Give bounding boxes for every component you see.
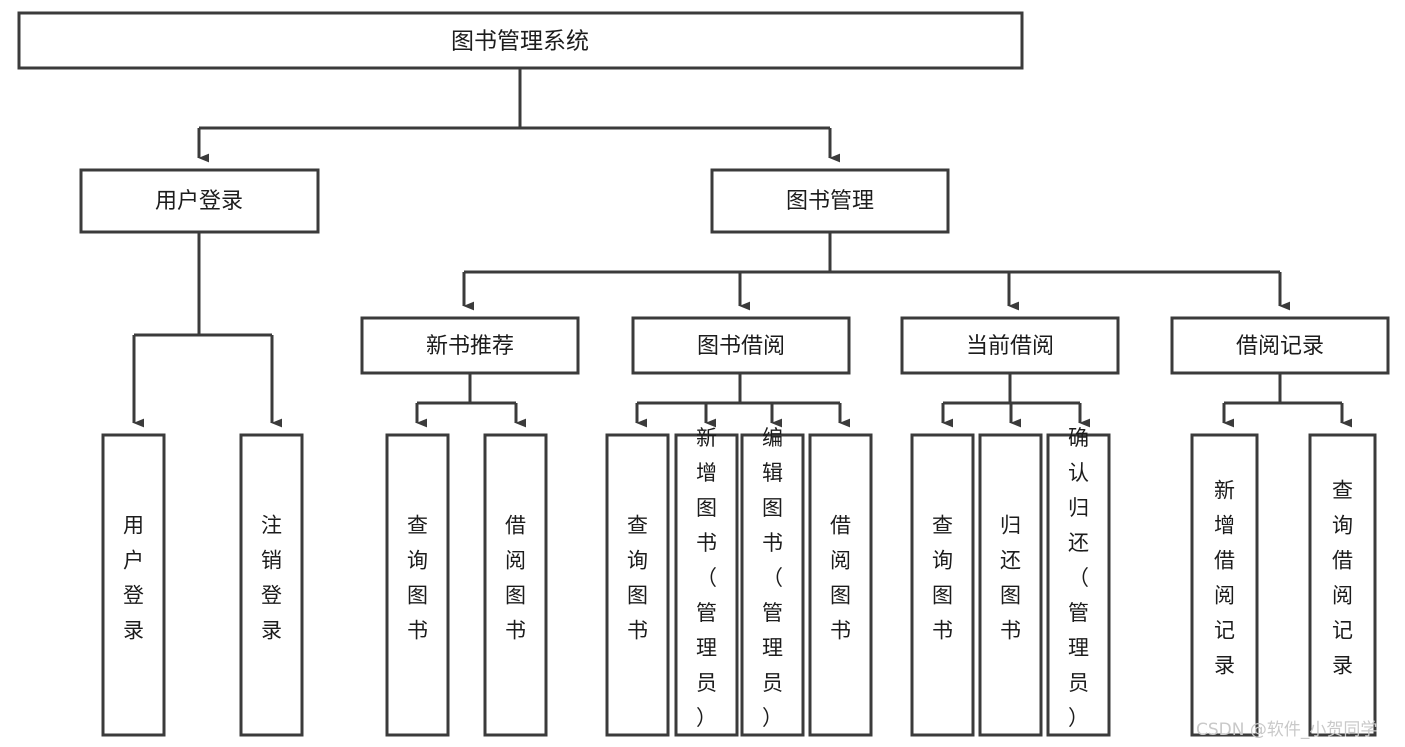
- leaf-box[interactable]: [910, 433, 975, 737]
- node-current-borrow-box[interactable]: [900, 316, 1120, 375]
- leaf-label: 查询图书: [407, 514, 428, 643]
- leaf-label: 新增借阅记录: [1214, 479, 1235, 678]
- leaf-box[interactable]: [605, 433, 670, 737]
- node-root-box[interactable]: [17, 11, 1024, 70]
- leaf-node-13[interactable]: 查询借阅记录: [1308, 433, 1377, 737]
- node-new-book-recommend-label: 新书推荐: [426, 334, 514, 359]
- leaf-label: 归还图书: [1000, 514, 1021, 643]
- leaf-node-3[interactable]: 查询图书: [385, 433, 450, 737]
- leaf-node-9[interactable]: 查询图书: [910, 433, 975, 737]
- leaf-node-5[interactable]: 查询图书: [605, 433, 670, 737]
- leaf-node-2[interactable]: 注销登录: [239, 433, 304, 737]
- leaf-label: 用户登录: [123, 514, 144, 643]
- leaf-box[interactable]: [978, 433, 1043, 737]
- node-current-borrow-label: 当前借阅: [966, 334, 1054, 359]
- leaf-label: 借阅图书: [830, 514, 851, 643]
- connector-current-borrow-to-leaves: [941, 373, 1091, 428]
- node-book-borrow-box[interactable]: [631, 316, 851, 375]
- leaf-node-12[interactable]: 新增借阅记录: [1190, 433, 1259, 737]
- leaf-label: 查询图书: [932, 514, 953, 643]
- leaf-label: 查询图书: [627, 514, 648, 643]
- leaf-label: 查询借阅记录: [1332, 479, 1353, 678]
- leaf-node-7[interactable]: 编辑图书（管理员）: [740, 426, 805, 737]
- leaf-box[interactable]: [101, 433, 166, 737]
- node-new-book-recommend-box[interactable]: [360, 316, 580, 375]
- node-root-label: 图书管理系统: [451, 29, 589, 55]
- leaf-box[interactable]: [483, 433, 548, 737]
- connector-book-borrow-to-leaves: [635, 373, 851, 428]
- node-user-login-label: 用户登录: [155, 189, 243, 214]
- leaf-node-10[interactable]: 归还图书: [978, 433, 1043, 737]
- leaf-box[interactable]: [808, 433, 873, 737]
- node-book-management-box[interactable]: [710, 168, 950, 234]
- node-book-management-label: 图书管理: [786, 189, 874, 214]
- node-book-borrow-label: 图书借阅: [697, 334, 785, 359]
- node-borrow-record-box[interactable]: [1170, 316, 1390, 375]
- leaf-node-1[interactable]: 用户登录: [101, 433, 166, 737]
- node-borrow-record-label: 借阅记录: [1236, 334, 1324, 359]
- leaf-label: 确认归还（管理员）: [1068, 426, 1089, 730]
- leaf-label: 借阅图书: [505, 514, 526, 643]
- leaf-node-layer: 用户登录 注销登录 查询图书 借阅图书 查询图书 新增图书（管理员） 编辑图书（管理员） 借阅…: [101, 426, 1377, 737]
- connector-book-management-to-level3: [462, 232, 1291, 311]
- leaf-box[interactable]: [674, 433, 739, 737]
- connector-user-login-to-leaves: [132, 232, 283, 428]
- leaf-box[interactable]: [1046, 433, 1111, 737]
- connector-new-book-recommend-to-leaves: [415, 373, 527, 428]
- watermark-text: CSDN @软件_小贺同学: [1196, 720, 1377, 740]
- node-user-login-box[interactable]: [79, 168, 320, 234]
- leaf-box[interactable]: [385, 433, 450, 737]
- leaf-box[interactable]: [740, 433, 805, 737]
- leaf-label: 新增图书（管理员）: [696, 426, 717, 730]
- leaf-box[interactable]: [1190, 433, 1259, 737]
- leaf-box[interactable]: [239, 433, 304, 737]
- leaf-label: 注销登录: [261, 514, 282, 643]
- connector-borrow-record-to-leaves: [1222, 373, 1353, 428]
- leaf-box[interactable]: [1308, 433, 1377, 737]
- leaf-label: 编辑图书（管理员）: [762, 426, 783, 730]
- leaf-node-4[interactable]: 借阅图书: [483, 433, 548, 737]
- leaf-node-6[interactable]: 新增图书（管理员）: [674, 426, 739, 737]
- connector-root-to-level2: [197, 68, 841, 163]
- leaf-node-8[interactable]: 借阅图书: [808, 433, 873, 737]
- leaf-node-11[interactable]: 确认归还（管理员）: [1046, 426, 1111, 737]
